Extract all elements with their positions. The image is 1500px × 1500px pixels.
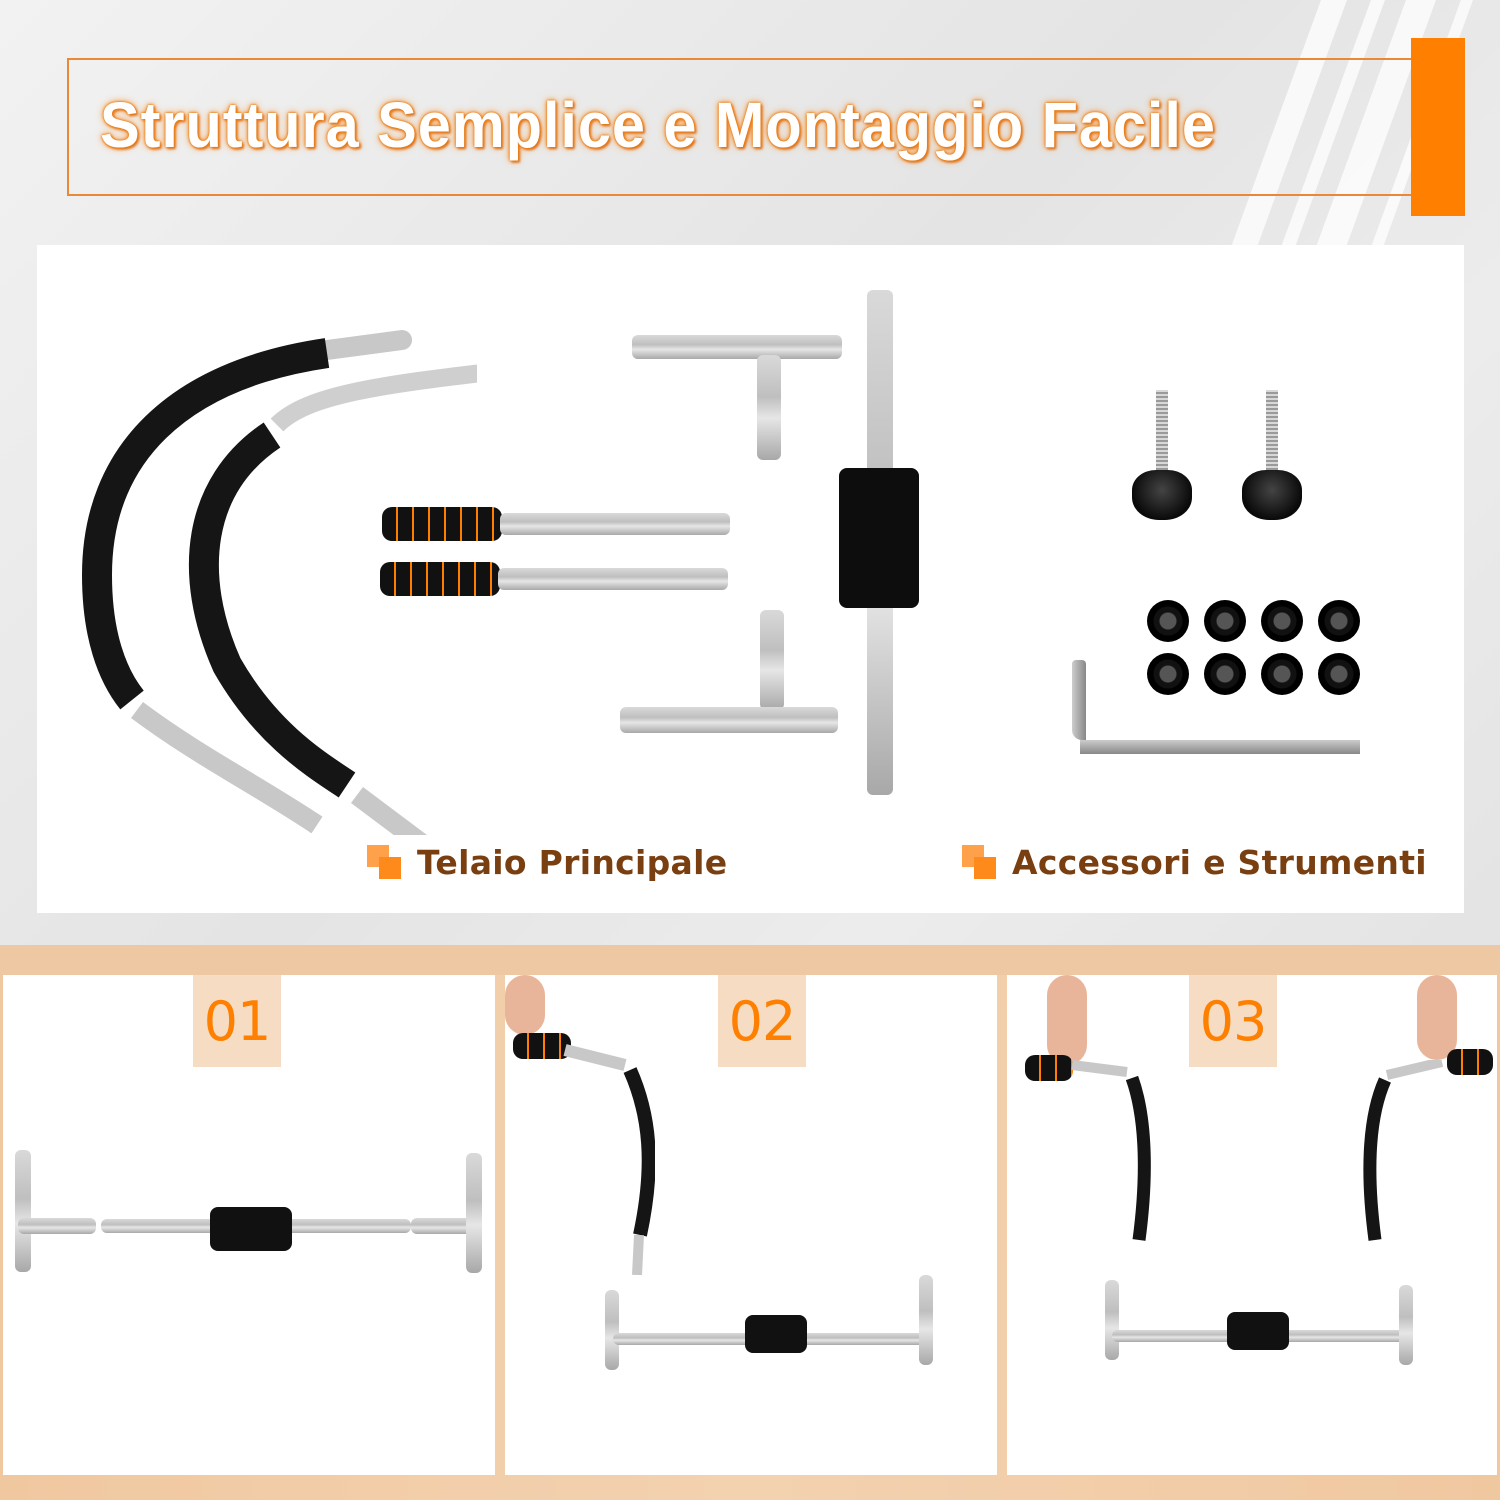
hand-right: [1417, 975, 1457, 1060]
title-accent-bar: [1411, 38, 1465, 216]
end-caps: [1147, 600, 1387, 710]
step-card-3: 03: [1007, 975, 1497, 1475]
legend-main-frame: Telaio Principale: [367, 843, 727, 882]
legend-label: Accessori e Strumenti: [1012, 843, 1427, 882]
t-foot-bottom: [620, 610, 845, 740]
knob-bolt-1: [1127, 390, 1197, 530]
orange-squares-icon: [367, 844, 403, 881]
hand-left: [1047, 975, 1087, 1065]
allen-wrench: [1072, 660, 1362, 760]
title-frame: [67, 58, 1412, 196]
legend-label: Telaio Principale: [417, 843, 728, 882]
step-number: 01: [193, 975, 281, 1067]
step-number: 03: [1189, 975, 1277, 1067]
page-title: Struttura Semplice e Montaggio Facile: [100, 89, 1216, 161]
center-bar-with-roller: [837, 290, 927, 800]
orange-squares-icon: [962, 844, 998, 881]
curved-handlebar-left: [81, 330, 477, 835]
foam-grip-bar-2: [380, 562, 730, 596]
knob-bolt-2: [1237, 390, 1307, 530]
step-card-2: 02: [505, 975, 997, 1475]
step-card-1: 01: [3, 975, 495, 1475]
steps-band-top: [0, 945, 1500, 975]
parts-panel: Telaio Principale Accessori e Strumenti: [37, 245, 1464, 913]
step-number: 02: [718, 975, 806, 1067]
t-foot-top: [632, 335, 847, 465]
hand: [505, 975, 545, 1035]
legend-accessories: Accessori e Strumenti: [962, 843, 1427, 882]
foam-grip-bar-1: [382, 507, 732, 541]
